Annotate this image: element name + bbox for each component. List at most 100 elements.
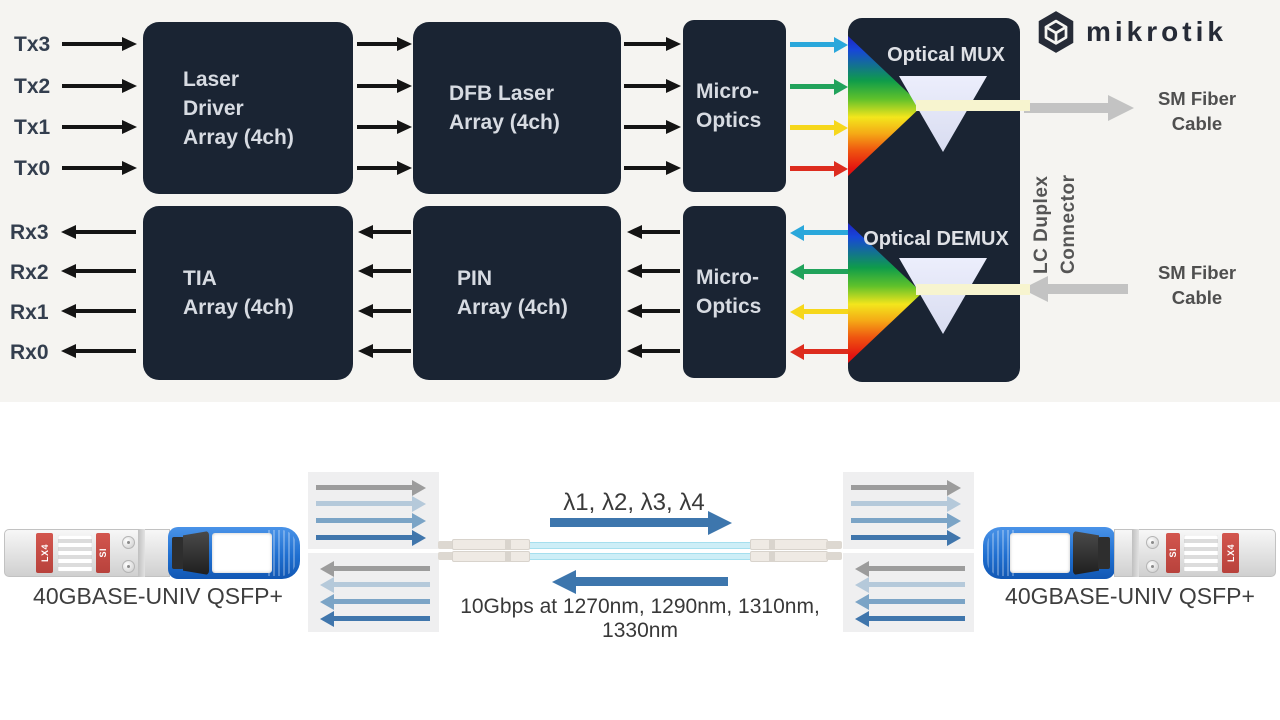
lc-connector-icon <box>452 551 530 562</box>
block-label-line: Driver <box>183 96 244 120</box>
optics-to-pin-arrow-icon <box>642 269 680 273</box>
block-label-line: Array (4ch) <box>449 111 560 134</box>
tx1-label: Tx1 <box>14 116 51 139</box>
qsfp-right-latch-icon <box>1073 531 1099 575</box>
block-label-line: Array (4ch) <box>183 125 294 149</box>
lane-arrow-icon <box>869 582 965 587</box>
lc-connector-icon <box>452 539 530 550</box>
qsfp-right-tag-si: SI <box>1166 533 1180 573</box>
qsfp-left-latch-icon <box>172 537 184 569</box>
qsfp-left-divider <box>138 529 145 577</box>
laser-to-dfb-arrow-icon <box>357 125 397 129</box>
lane-arrow-icon <box>851 485 947 490</box>
optics-to-pin-arrow-icon <box>642 349 680 353</box>
lane-arrow-icon <box>869 599 965 604</box>
sm-fiber-out-arrow-icon <box>1024 103 1108 113</box>
wavelengths-label: λ1, λ2, λ3, λ4 <box>563 489 705 516</box>
tx2-label: Tx2 <box>14 75 51 98</box>
sm-fiber-line: Cable <box>1171 287 1223 308</box>
forward-direction-arrow-icon <box>550 518 708 527</box>
qsfp-right-sticker <box>1184 535 1218 572</box>
qsfp-right-tag-lx4: LX4 <box>1222 533 1239 573</box>
lane-arrow-icon <box>334 599 430 604</box>
optics-to-pin-arrow-icon <box>642 230 680 234</box>
block-label-line: Array (4ch) <box>457 296 568 319</box>
dfb-to-optics-arrow-icon <box>624 125 666 129</box>
block-label-line: Array (4ch) <box>183 296 294 319</box>
qsfp-right-caption: 40GBASE-UNIV QSFP+ <box>1005 583 1255 609</box>
lambda1-blue-arrow-icon <box>804 230 848 235</box>
lane-arrow-icon <box>316 518 412 523</box>
tx0-label: Tx0 <box>14 157 51 180</box>
lc-connector-icon <box>505 539 511 550</box>
return-direction-arrow-icon <box>576 577 728 586</box>
lane-arrow-icon <box>851 518 947 523</box>
lambda2-green-arrow-icon <box>804 269 848 274</box>
laser-driver-array-block: Laser Driver Array (4ch) <box>143 22 353 194</box>
sm-fiber-cable-tx-label: SM Fiber Cable <box>1142 86 1252 136</box>
lane-arrow-icon <box>334 616 430 621</box>
qsfp-right-latch-icon <box>1098 537 1110 569</box>
optics-to-pin-arrow-icon <box>642 309 680 313</box>
tx2-arrow-icon <box>62 84 122 88</box>
lc-label-line: LC Duplex <box>1031 175 1052 274</box>
pin-array-block: PIN Array (4ch) <box>413 206 621 380</box>
qsfp-left-caption: 40GBASE-UNIV QSFP+ <box>33 583 283 609</box>
block-label-line: PIN <box>457 267 493 290</box>
block-label-line: Micro- <box>696 80 759 103</box>
laser-to-dfb-arrow-icon <box>357 166 397 170</box>
demux-input-beam-icon <box>916 284 1030 295</box>
mikrotik-wordmark: mikrotik <box>1086 16 1227 47</box>
lane-arrow-icon <box>334 582 430 587</box>
dfb-to-optics-arrow-icon <box>624 84 666 88</box>
rx2-label: Rx2 <box>10 261 49 284</box>
qsfp-right-label-window <box>1010 533 1070 573</box>
tx-lane-panel-left <box>308 472 439 549</box>
qsfp-left-tag-lx4: LX4 <box>36 533 53 573</box>
block-label-line: Optics <box>696 109 762 132</box>
tag-text: LX4 <box>39 543 50 562</box>
lambda2-green-arrow-icon <box>790 84 834 89</box>
lane-arrow-icon <box>334 566 430 571</box>
rx1-arrow-icon <box>76 309 136 313</box>
lane-arrow-icon <box>869 616 965 621</box>
qsfp-left-latch-icon <box>183 531 209 575</box>
tx3-label: Tx3 <box>14 33 51 56</box>
screw-icon <box>122 536 135 549</box>
tag-text: SI <box>98 548 108 558</box>
lambda4-red-arrow-icon <box>804 349 848 354</box>
mikrotik-logo: mikrotik <box>1036 10 1227 54</box>
lc-label-line: Connector <box>1058 174 1079 275</box>
rx0-arrow-icon <box>76 349 136 353</box>
mux-demux-block: Optical MUX Optical DEMUX <box>848 18 1030 382</box>
lc-connector-icon <box>769 539 775 550</box>
micro-optics-rx-block: Micro- Optics <box>683 206 786 378</box>
block-diagram-panel: Tx3 Tx2 Tx1 Tx0 Laser Driver Array (4ch)… <box>0 0 1280 402</box>
qsfp-left-sticker <box>58 535 92 572</box>
lc-connector-icon <box>505 551 511 562</box>
tx1-arrow-icon <box>62 125 122 129</box>
sm-fiber-line: Cable <box>1171 113 1223 134</box>
lambda4-red-arrow-icon <box>790 166 834 171</box>
optical-demux-label: Optical DEMUX <box>863 228 1009 250</box>
sm-fiber-line: SM Fiber <box>1157 88 1237 109</box>
tia-array-block: TIA Array (4ch) <box>143 206 353 380</box>
lane-arrow-icon <box>316 485 412 490</box>
lane-arrow-icon <box>851 535 947 540</box>
rx3-arrow-icon <box>76 230 136 234</box>
block-label-line: DFB Laser <box>449 82 555 105</box>
lane-arrow-icon <box>316 535 412 540</box>
dfb-laser-array-block: DFB Laser Array (4ch) <box>413 22 621 194</box>
tx0-arrow-icon <box>62 166 122 170</box>
sm-fiber-line: SM Fiber <box>1157 262 1237 283</box>
optical-mux-label: Optical MUX <box>887 44 1005 66</box>
sm-fiber-in-arrow-icon <box>1048 284 1128 294</box>
lc-connector-icon <box>750 539 828 550</box>
lc-connector-icon <box>769 551 775 562</box>
rx-lane-panel-left <box>308 553 439 632</box>
sm-fiber-cable-rx-label: SM Fiber Cable <box>1142 260 1252 310</box>
tag-text: SI <box>1168 548 1178 558</box>
pin-to-tia-arrow-icon <box>373 269 411 273</box>
lc-connector-icon <box>826 541 842 549</box>
laser-to-dfb-arrow-icon <box>357 42 397 46</box>
